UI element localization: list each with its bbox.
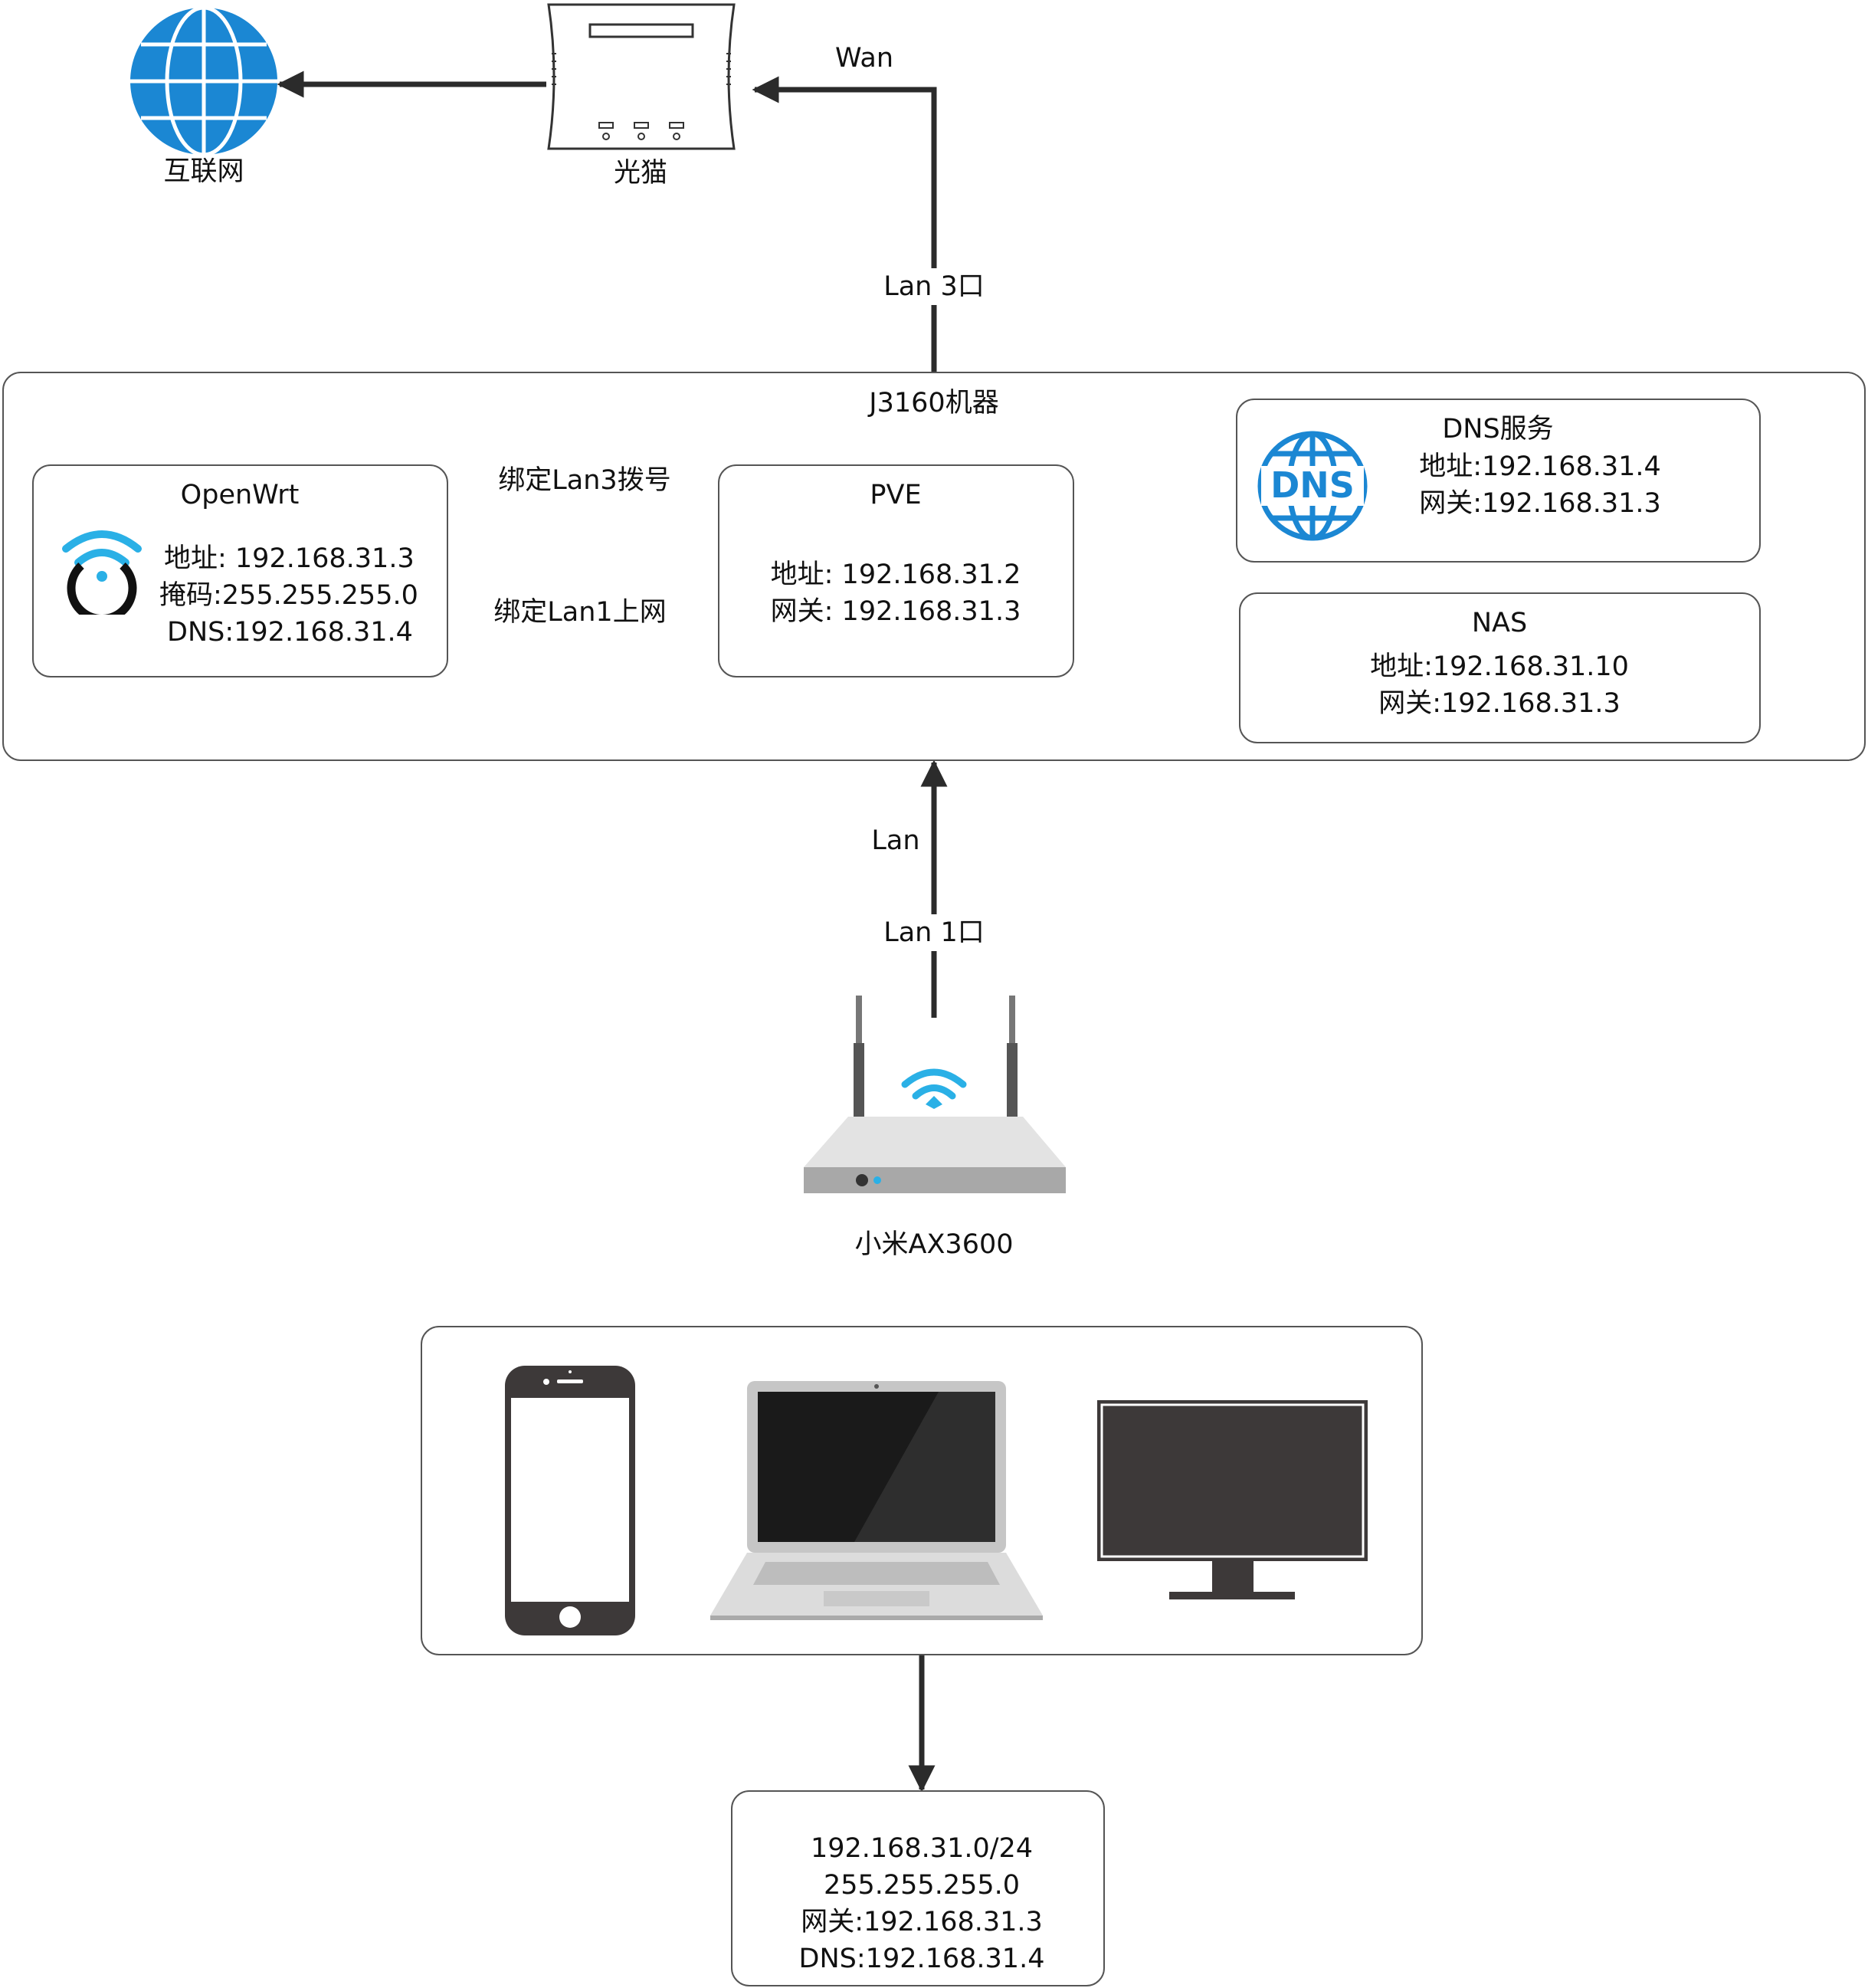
pve-title: PVE — [870, 480, 922, 510]
monitor-icon — [1096, 1399, 1369, 1601]
openwrt-dns: DNS:192.168.31.4 — [167, 617, 413, 648]
nas-address: 地址:192.168.31.10 — [1370, 651, 1629, 682]
bind-lan3-edge-label: 绑定Lan3拨号 — [495, 462, 674, 499]
subnet-mask: 255.255.255.0 — [823, 1870, 1021, 1901]
dns-globe-icon: DNS — [1257, 426, 1368, 546]
router-icon — [801, 992, 1067, 1199]
nas-gateway: 网关:192.168.31.3 — [1378, 688, 1621, 719]
router-label: 小米AX3600 — [854, 1229, 1014, 1260]
dns-service-title: DNS服务 — [1442, 414, 1554, 445]
pve-gateway: 网关: 192.168.31.3 — [770, 596, 1021, 627]
openwrt-logo-icon — [57, 523, 147, 623]
modem-label: 光猫 — [613, 158, 668, 189]
subnet-gateway: 网关:192.168.31.3 — [801, 1907, 1043, 1937]
openwrt-address: 地址: 192.168.31.3 — [164, 543, 415, 574]
j3160-to-modem-line — [752, 76, 937, 372]
openwrt-mask: 掩码:255.255.255.0 — [159, 580, 418, 611]
lan1-port-edge-label: Lan 1口 — [880, 914, 988, 951]
laptop-icon — [709, 1378, 1044, 1622]
subnet-dns: DNS:192.168.31.4 — [798, 1944, 1045, 1974]
internet-label: 互联网 — [163, 156, 244, 187]
subnet-info-node — [731, 1790, 1105, 1986]
dns-service-gateway: 网关:192.168.31.3 — [1419, 488, 1661, 519]
dns-icon-text: DNS — [1270, 464, 1355, 506]
modem-icon — [546, 0, 737, 153]
lan3-port-edge-label: Lan 3口 — [880, 268, 988, 305]
dns-service-address: 地址:192.168.31.4 — [1419, 451, 1661, 482]
phone-icon — [503, 1364, 637, 1637]
nas-title: NAS — [1471, 608, 1528, 638]
lan-edge-label: Lan — [868, 822, 923, 859]
nas-node — [1239, 592, 1761, 743]
pve-node — [718, 464, 1074, 677]
pve-address: 地址: 192.168.31.2 — [770, 559, 1021, 590]
openwrt-title: OpenWrt — [180, 480, 300, 510]
subnet-network: 192.168.31.0/24 — [810, 1833, 1034, 1864]
globe-icon — [129, 5, 279, 157]
bind-lan1-edge-label: 绑定Lan1上网 — [490, 594, 670, 631]
openwrt-node — [32, 464, 448, 677]
j3160-title: J3160机器 — [869, 388, 999, 418]
wan-edge-label: Wan — [832, 40, 896, 77]
